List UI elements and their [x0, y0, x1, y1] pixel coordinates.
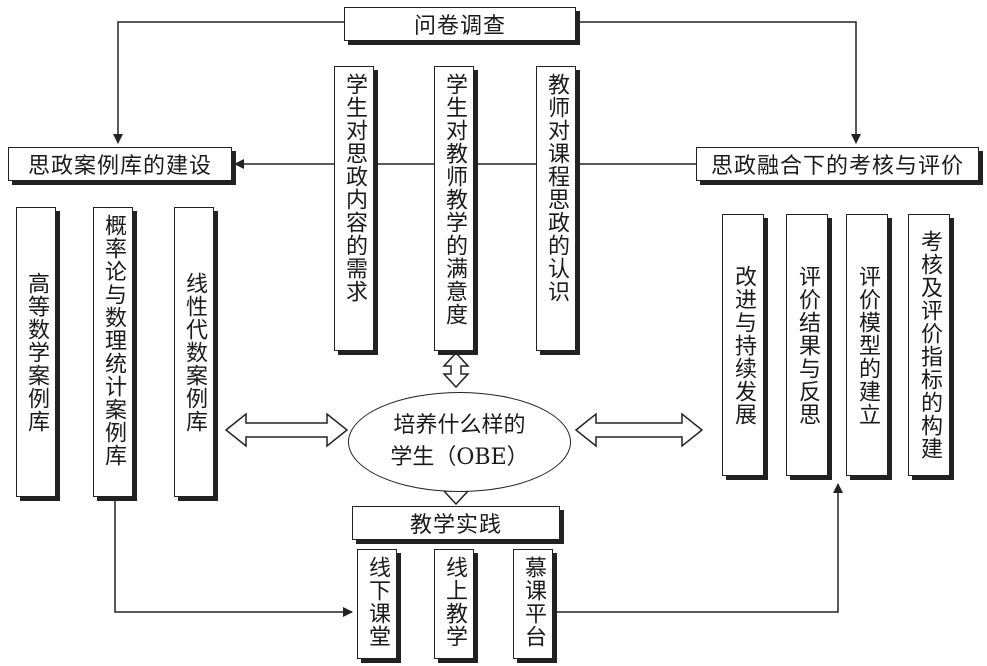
assessment-item-reflection: 评价结果与反思 [786, 214, 828, 476]
obe-line-2: 学生（OBE） [390, 445, 529, 470]
practice-box: 教学实践 [352, 506, 560, 540]
practice-item-mooc: 慕课平台 [513, 549, 553, 659]
assessment-box: 思政融合下的考核与评价 [696, 147, 979, 181]
double-arrow-top [442, 351, 470, 389]
obe-ellipse: 培养什么样的 学生（OBE） [348, 392, 571, 492]
case-library-box: 思政案例库的建设 [8, 147, 232, 181]
survey-item-teacher-awareness: 教师对课程思政的认识 [536, 66, 576, 351]
practice-item-online: 线上教学 [434, 549, 474, 659]
double-arrow-right [574, 412, 704, 448]
practice-item-offline: 线下课堂 [357, 549, 397, 659]
survey-box: 问卷调查 [344, 7, 576, 41]
assessment-item-model: 评价模型的建立 [846, 214, 888, 476]
arrow-case-to-practice [114, 497, 353, 617]
case-item-calculus: 高等数学案例库 [16, 207, 56, 497]
arrow-practice-to-assessment [553, 483, 843, 613]
double-arrow-left [224, 412, 349, 448]
survey-label: 问卷调查 [413, 14, 506, 39]
assessment-item-improvement: 改进与持续发展 [722, 214, 764, 476]
arrow-survey-assessment [567, 17, 861, 144]
survey-item-content-demand: 学生对思政内容的需求 [334, 66, 374, 351]
arrow-survey-to-case [113, 21, 344, 144]
obe-line-1: 培养什么样的 [393, 413, 526, 438]
case-item-probability: 概率论与数理统计案例库 [93, 207, 133, 497]
assessment-item-indicators: 考核及评价指标的构建 [908, 214, 950, 476]
case-item-linear-algebra: 线性代数案例库 [174, 207, 214, 497]
survey-item-teacher-satisfaction: 学生对教师教学的满意度 [434, 66, 474, 351]
